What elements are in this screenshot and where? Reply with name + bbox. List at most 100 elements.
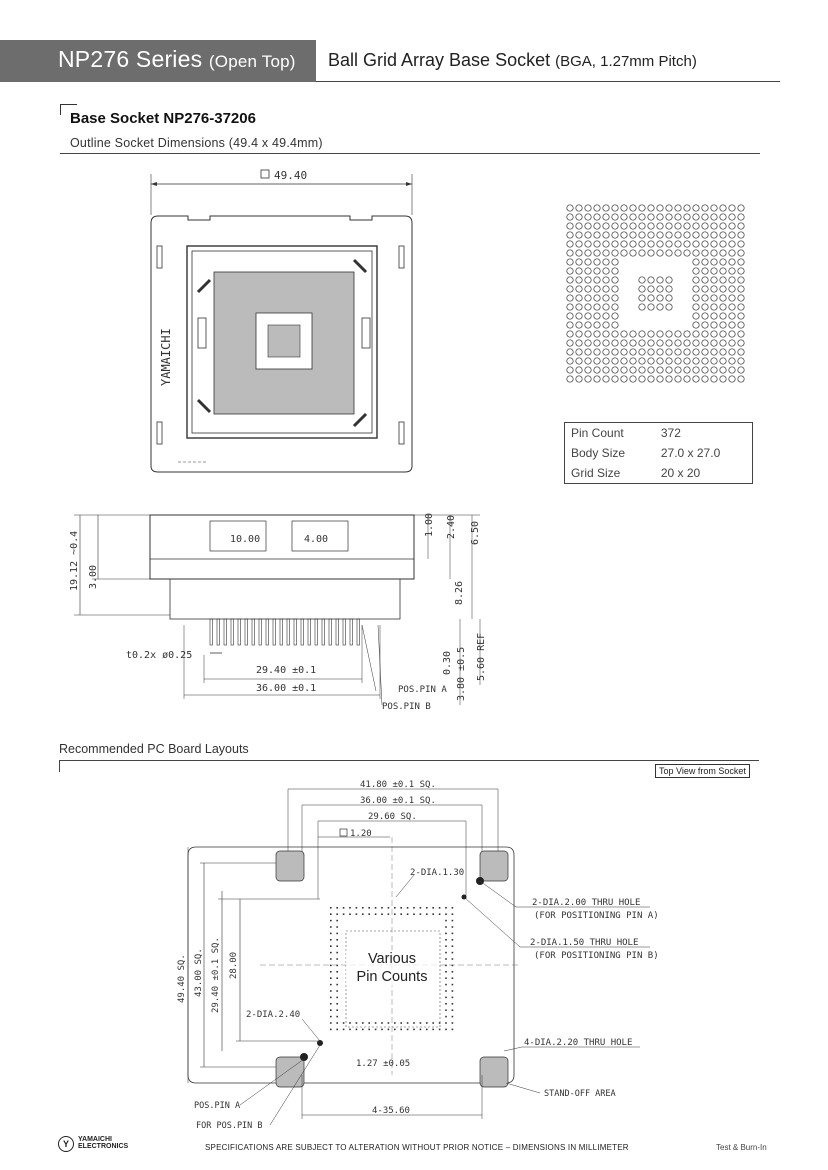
bga-ball — [683, 222, 691, 230]
bga-ball — [620, 213, 628, 221]
bga-ball — [566, 267, 574, 275]
bga-ball — [665, 348, 673, 356]
bga-ball — [656, 357, 664, 365]
pcb-pin — [374, 907, 377, 909]
bga-ball — [602, 366, 610, 374]
pcb-pin — [432, 907, 434, 909]
pcb-pin — [451, 1022, 454, 1024]
bga-ball — [602, 294, 610, 302]
pcb-pin — [336, 996, 338, 999]
pcb-section-rule — [59, 760, 759, 761]
bga-ball — [665, 366, 673, 374]
bga-ball — [593, 267, 601, 275]
bga-ball — [719, 357, 727, 365]
pcb-pin — [336, 945, 338, 947]
bga-ball — [566, 339, 574, 347]
bga-ball — [737, 258, 745, 266]
bga-ball — [647, 231, 655, 239]
bga-ball — [728, 267, 736, 275]
outline-top-view: 49.40 YAMAICHI — [150, 169, 413, 473]
pcb-pin — [445, 964, 447, 967]
bga-ball — [737, 321, 745, 329]
bga-ball — [566, 294, 574, 302]
bga-ball — [737, 222, 745, 230]
bga-ball — [575, 348, 583, 356]
bga-ball — [728, 231, 736, 239]
pcb-pin — [445, 945, 447, 947]
pcb-pin — [451, 939, 454, 941]
bga-ball — [647, 357, 655, 365]
bga-ball — [701, 294, 709, 302]
pcb-pin — [438, 1028, 441, 1031]
bga-ball — [656, 285, 664, 293]
pcb-dia240: 2-DIA.2.40 — [246, 1010, 300, 1020]
bga-ball — [602, 312, 610, 320]
pcb-pos-a: POS.PIN A — [194, 1101, 240, 1111]
pcb-pin — [368, 913, 370, 915]
bga-ball — [710, 303, 718, 311]
bga-ball — [593, 303, 601, 311]
bga-ball — [629, 222, 637, 230]
pcb-pin — [330, 964, 332, 967]
bga-ball — [674, 339, 682, 347]
footer-category: Test & Burn-In — [716, 1143, 767, 1152]
pcb-pin — [381, 913, 383, 915]
bga-ball — [575, 204, 583, 212]
pcb-pin — [368, 1028, 370, 1031]
bga-ball — [638, 348, 646, 356]
pcb-pin — [451, 945, 454, 947]
bga-ball — [710, 213, 718, 221]
side-pin — [307, 618, 311, 646]
pcb-pin — [406, 907, 409, 909]
bga-ball — [674, 222, 682, 230]
side-pin — [300, 618, 304, 646]
pcb-pin — [362, 1028, 364, 1031]
bga-ball — [674, 213, 682, 221]
pcb-pitch: 1.27 ±0.05 — [356, 1059, 410, 1069]
pcb-pin — [394, 913, 396, 915]
bga-ball — [728, 321, 736, 329]
bga-ball — [737, 294, 745, 302]
bga-ball — [719, 339, 727, 347]
bga-ball — [710, 375, 718, 383]
bga-ball — [719, 330, 727, 338]
pcb-pin — [362, 907, 364, 909]
bga-ball — [629, 357, 637, 365]
pcb-pin — [330, 977, 332, 979]
side-pin — [335, 618, 339, 646]
pcb-pin — [419, 1028, 422, 1031]
bga-ball — [728, 276, 736, 284]
bga-ball — [566, 366, 574, 374]
pcb-pin — [342, 1022, 345, 1024]
pcb-pin — [336, 1009, 338, 1011]
various-line1: Various — [367, 951, 417, 967]
pcb-pin — [426, 1028, 428, 1031]
bga-ball — [566, 240, 574, 248]
bga-ball — [665, 276, 673, 284]
bga-ball — [620, 231, 628, 239]
pcb-dia200: 2-DIA.2.00 THRU HOLE — [532, 898, 640, 908]
pcb-dia150: 2-DIA.1.50 THRU HOLE — [530, 938, 638, 948]
bga-ball — [593, 204, 601, 212]
bga-ball — [728, 348, 736, 356]
bga-ball — [629, 339, 637, 347]
bga-ball — [575, 375, 583, 383]
pcb-pin — [451, 1009, 454, 1011]
pcb-pin — [381, 1028, 383, 1031]
bga-ball — [566, 330, 574, 338]
bga-ball — [611, 348, 619, 356]
bga-ball — [656, 213, 664, 221]
bga-ball — [638, 276, 646, 284]
side-pin — [216, 618, 220, 646]
logo-line1: YAMAICHI — [78, 1136, 112, 1143]
bga-ball — [737, 375, 745, 383]
pcb-pin — [445, 1009, 447, 1011]
bga-ball — [656, 222, 664, 230]
side-pin — [230, 618, 234, 646]
bga-ball — [719, 321, 727, 329]
bga-ball — [701, 249, 709, 257]
pcb-pin — [445, 996, 447, 999]
bga-ball — [701, 330, 709, 338]
bga-ball — [638, 294, 646, 302]
